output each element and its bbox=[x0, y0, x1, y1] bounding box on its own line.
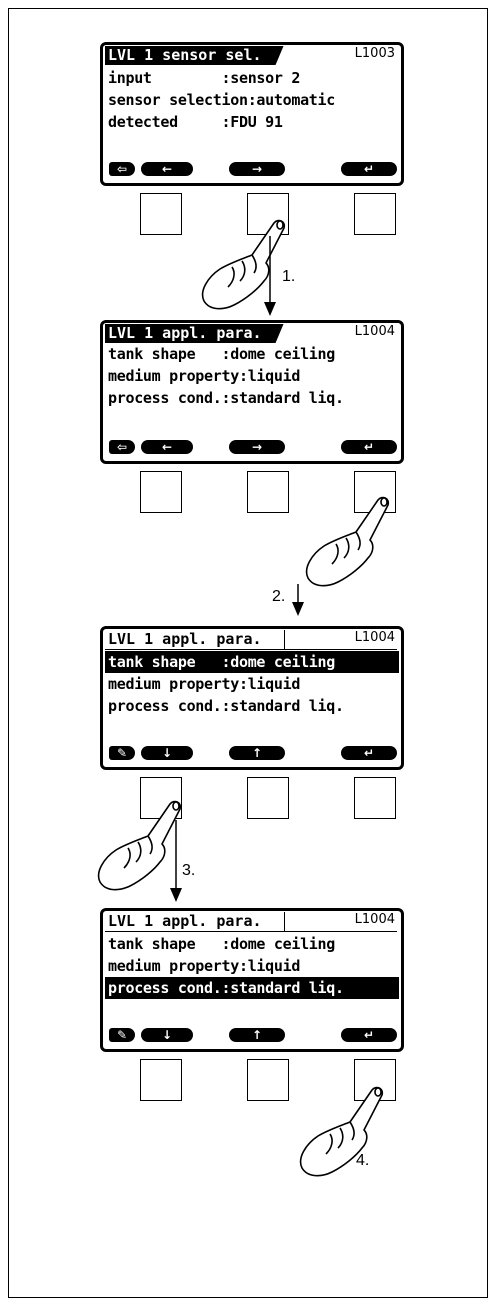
softkey-edit-icon: ✎ bbox=[109, 1028, 135, 1042]
screen-row-1: tank shape :dome ceiling bbox=[105, 651, 399, 673]
step-label-1: 1. bbox=[282, 268, 295, 286]
hardware-key-left[interactable] bbox=[140, 471, 182, 513]
softkey-down-icon: ↓ bbox=[141, 1028, 193, 1042]
lcd-screen: LVL 1 sensor sel. L1003 input :sensor 2 … bbox=[100, 42, 404, 186]
screen-row-3: process cond.:standard liq. bbox=[105, 977, 399, 999]
screen-code: L1004 bbox=[355, 630, 395, 646]
screen-row-3: process cond.:standard liq. bbox=[105, 387, 399, 409]
screen-row-2: sensor selection:automatic bbox=[105, 89, 399, 111]
softkey-bar: ⇦ ← → ↵ bbox=[109, 162, 395, 176]
title-underline bbox=[263, 931, 397, 932]
screen-row-2: medium property:liquid bbox=[105, 955, 399, 977]
screen-title: LVL 1 sensor sel. bbox=[105, 46, 284, 65]
softkey-up-icon: ↑ bbox=[229, 1028, 285, 1042]
screen-row-1: tank shape :dome ceiling bbox=[105, 933, 399, 955]
lcd-screen: LVL 1 appl. para. L1004 tank shape :dome… bbox=[100, 626, 404, 770]
screen-code: L1004 bbox=[355, 912, 395, 928]
softkey-enter-icon: ↵ bbox=[341, 1028, 397, 1042]
softkey-right-icon: → bbox=[229, 440, 285, 454]
pointing-hand-icon bbox=[294, 1082, 394, 1182]
pointing-hand-icon bbox=[300, 492, 400, 592]
hardware-key-right[interactable] bbox=[354, 193, 396, 235]
screen-code: L1004 bbox=[355, 324, 395, 340]
softkey-bar: ✎ ↓ ↑ ↵ bbox=[109, 1028, 395, 1042]
hardware-key-middle[interactable] bbox=[247, 777, 289, 819]
softkey-bar: ⇦ ← → ↵ bbox=[109, 440, 395, 454]
screen-title: LVL 1 appl. para. bbox=[105, 324, 284, 343]
down-arrow-icon bbox=[290, 584, 306, 618]
hardware-key-left[interactable] bbox=[140, 193, 182, 235]
screen-row-2: medium property:liquid bbox=[105, 365, 399, 387]
down-arrow-icon bbox=[262, 236, 278, 318]
pointing-hand-icon bbox=[196, 215, 296, 315]
softkey-right-icon: → bbox=[229, 162, 285, 176]
screen-row-2: medium property:liquid bbox=[105, 673, 399, 695]
screen-code: L1003 bbox=[355, 46, 395, 62]
softkey-bar: ✎ ↓ ↑ ↵ bbox=[109, 746, 395, 760]
hardware-key-middle[interactable] bbox=[247, 471, 289, 513]
screen-row-3: detected :FDU 91 bbox=[105, 111, 399, 133]
hardware-key-middle[interactable] bbox=[247, 1059, 289, 1101]
softkey-enter-icon: ↵ bbox=[341, 440, 397, 454]
screen-row-1: tank shape :dome ceiling bbox=[105, 343, 399, 365]
screen-title: LVL 1 appl. para. bbox=[105, 630, 285, 650]
lcd-screen: LVL 1 appl. para. L1004 tank shape :dome… bbox=[100, 908, 404, 1052]
softkey-left-icon: ← bbox=[141, 162, 193, 176]
softkey-left-icon: ← bbox=[141, 440, 193, 454]
softkey-enter-icon: ↵ bbox=[341, 746, 397, 760]
screen-row-1: input :sensor 2 bbox=[105, 67, 399, 89]
softkey-enter-icon: ↵ bbox=[341, 162, 397, 176]
softkey-edit-icon: ✎ bbox=[109, 746, 135, 760]
lcd-screen: LVL 1 appl. para. L1004 tank shape :dome… bbox=[100, 320, 404, 464]
hardware-key-left[interactable] bbox=[140, 1059, 182, 1101]
screen-title: LVL 1 appl. para. bbox=[105, 912, 285, 932]
step-label-4: 4. bbox=[356, 1152, 369, 1170]
step-label-3: 3. bbox=[182, 862, 195, 880]
hardware-key-right[interactable] bbox=[354, 777, 396, 819]
step-label-2: 2. bbox=[272, 588, 285, 606]
screen-row-3: process cond.:standard liq. bbox=[105, 695, 399, 717]
softkey-mode-icon: ⇦ bbox=[109, 162, 135, 176]
softkey-up-icon: ↑ bbox=[229, 746, 285, 760]
title-underline bbox=[263, 649, 397, 650]
softkey-down-icon: ↓ bbox=[141, 746, 193, 760]
softkey-mode-icon: ⇦ bbox=[109, 440, 135, 454]
